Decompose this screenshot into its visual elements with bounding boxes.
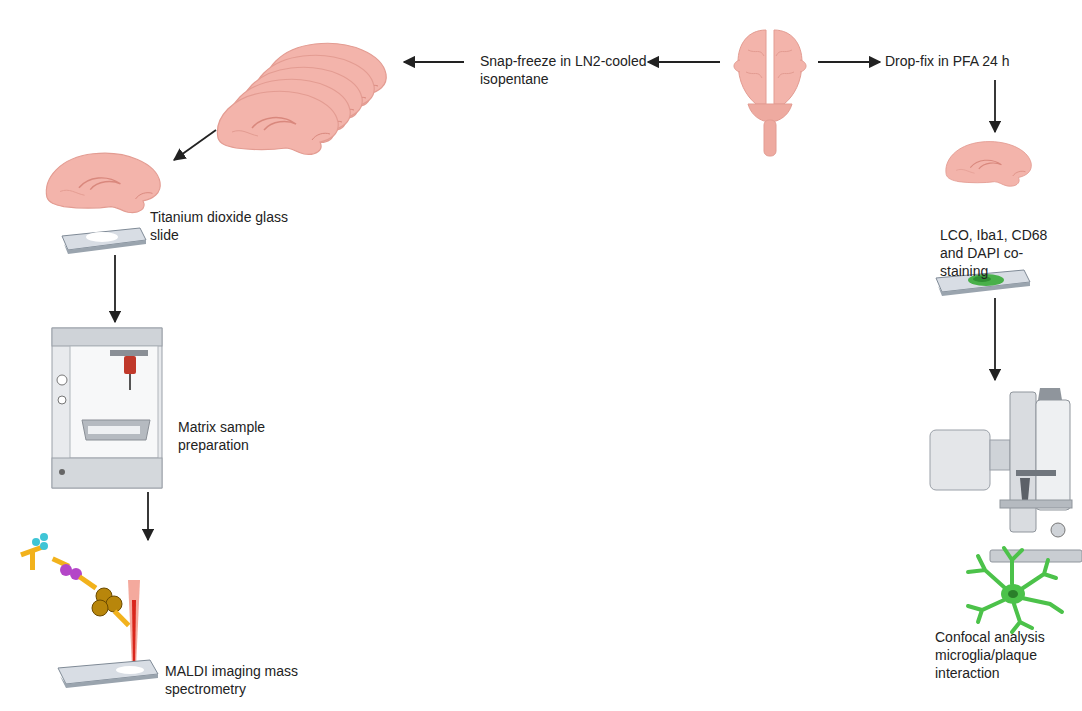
matrix-sprayer (52, 328, 162, 488)
flow-arrow (994, 298, 996, 380)
glass-slide (62, 228, 146, 254)
step-note: Drop-fix in PFA 24 h (885, 52, 1055, 70)
brain-slice (946, 142, 1031, 187)
process-step: MALDI imaging mass spectrometry (10, 540, 330, 702)
step-note: Snap-freeze in LN2-cooled isopentane (480, 52, 650, 88)
flow-arrow (174, 62, 995, 160)
process-step: Titanium dioxide glass slide (50, 185, 300, 255)
process-step: LCO, Iba1, CD68 and DAPI co-staining (930, 222, 1075, 298)
confocal-microscope (930, 388, 1082, 562)
process-step: Confocal analysis microglia/plaque inter… (918, 380, 1080, 702)
step-label: MALDI imaging mass spectrometry (165, 662, 325, 698)
step-label: Titanium dioxide glass slide (150, 208, 295, 244)
flow-arrow (114, 255, 116, 322)
process-step: Matrix sample preparation (45, 322, 305, 492)
brain-top-view (734, 30, 806, 156)
brain-slice (46, 153, 160, 212)
step-label: LCO, Iba1, CD68 and DAPI co-staining (940, 226, 1070, 280)
maldi-ions (20, 533, 158, 688)
flow-arrow (147, 492, 149, 540)
microglia-cell (968, 548, 1062, 632)
step-label: Matrix sample preparation (178, 418, 298, 454)
step-label: Confocal analysis microglia/plaque inter… (935, 628, 1065, 682)
brain-slices (217, 43, 386, 154)
